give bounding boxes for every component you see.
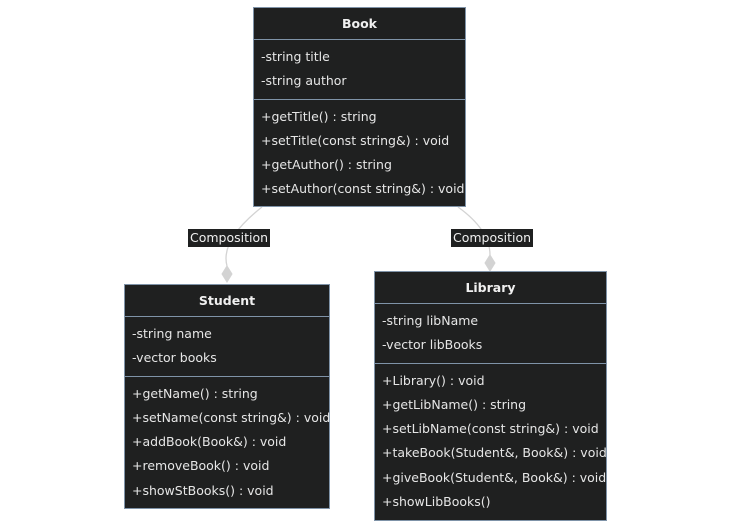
- method: +getLibName() : string: [382, 396, 527, 412]
- method: +getAuthor() : string: [261, 157, 392, 173]
- method: +Library() : void: [382, 372, 485, 388]
- method: +giveBook(Student&, Book&) : void: [382, 469, 607, 485]
- attribute: -string libName: [382, 313, 479, 328]
- method: +takeBook(Student&, Book&) : void: [382, 445, 607, 461]
- method: +removeBook() : void: [132, 458, 270, 474]
- edge-label-book-library: Composition: [451, 229, 534, 247]
- class-box-student: Student -string name -vector books +getN…: [124, 284, 330, 509]
- method: +setLibName(const string&) : void: [382, 421, 599, 437]
- method: +showStBooks() : void: [132, 482, 274, 498]
- attribute: -string title: [261, 49, 330, 64]
- method: +getTitle() : string: [261, 108, 377, 124]
- method: +setAuthor(const string&) : void: [261, 181, 465, 197]
- method: +getName() : string: [132, 385, 258, 401]
- attribute: -vector libBooks: [382, 337, 483, 353]
- attribute: -string name: [132, 326, 212, 341]
- method: +addBook(Book&) : void: [132, 434, 287, 450]
- attributes-student: -string name -vector books: [125, 317, 329, 377]
- method: +showLibBooks(): [382, 494, 491, 510]
- method: +setName(const string&) : void: [132, 409, 331, 425]
- methods-student: +getName() : string +setName(const strin…: [125, 377, 331, 507]
- methods-book: +getTitle() : string +setTitle(const str…: [254, 100, 465, 206]
- attributes-book: -string title -string author: [254, 40, 465, 100]
- method: +setTitle(const string&) : void: [261, 132, 450, 148]
- edge-label-book-student: Composition: [188, 229, 271, 247]
- class-name-student: Student: [125, 285, 329, 317]
- composition-diamond-library: [484, 254, 496, 272]
- methods-library: +Library() : void +getLibName() : string…: [375, 364, 607, 519]
- attribute: -vector books: [132, 350, 217, 366]
- class-box-book: Book -string title -string author +getTi…: [253, 7, 466, 207]
- attributes-library: -string libName -vector libBooks: [375, 304, 606, 364]
- class-name-book: Book: [254, 8, 465, 40]
- class-name-library: Library: [375, 272, 606, 304]
- composition-diamond-student: [221, 265, 233, 283]
- class-box-library: Library -string libName -vector libBooks…: [374, 271, 607, 521]
- attribute: -string author: [261, 73, 347, 89]
